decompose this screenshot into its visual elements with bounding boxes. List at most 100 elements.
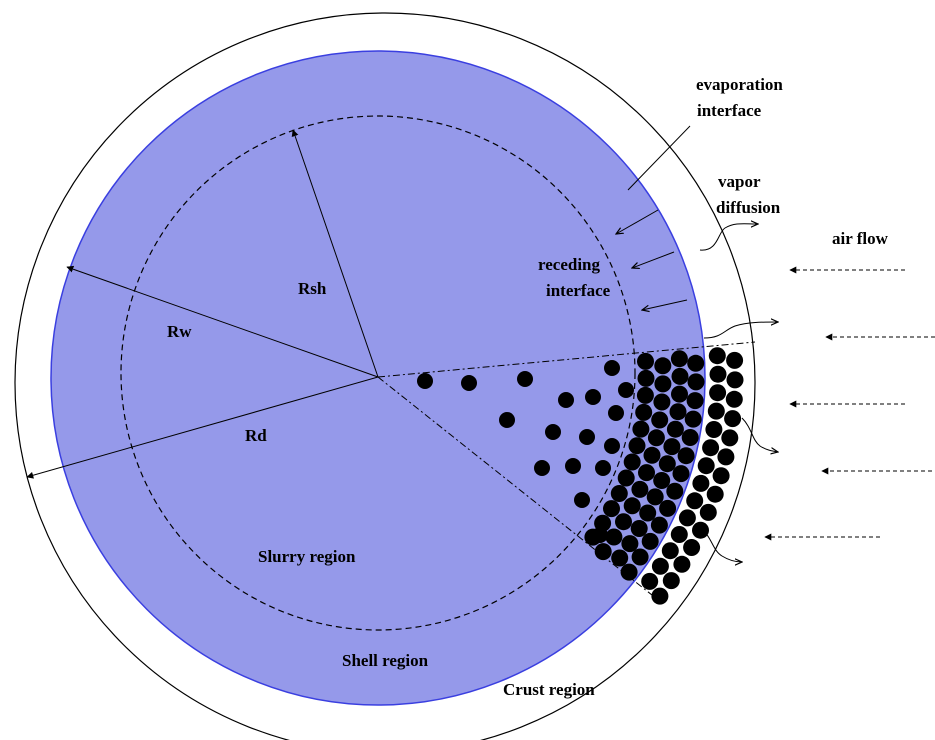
particle [724,410,742,428]
label-slurry-region: Slurry region [258,547,356,566]
particle [683,539,701,556]
receding-arrow-1 [616,209,659,234]
label-vapor-diffusion: diffusion [716,198,781,217]
particle [681,429,699,446]
particle [635,403,653,421]
particle [595,460,611,476]
label-rd: Rd [245,426,267,445]
shell-region [50,50,706,706]
particle [579,429,595,445]
particle [499,412,515,428]
particle [708,347,726,365]
particle [654,357,672,375]
particle [615,513,632,531]
particle [623,497,641,515]
particle [628,437,646,455]
particle [671,385,688,403]
particle [661,542,679,560]
label-vapor: vapor [718,172,761,191]
particle [699,503,717,521]
particle [725,390,743,408]
evaporation-pointer-line [627,125,691,191]
particle [630,520,648,537]
particle [673,555,691,573]
particle [666,482,684,500]
particle [631,480,649,498]
vapor-arrow-3 [741,417,778,452]
particle [610,485,628,502]
particle [721,429,739,447]
particle [637,369,655,387]
particle [650,516,668,534]
particle [584,528,602,546]
label-receding-interface: interface [546,281,611,300]
receding-arrow-3 [642,299,688,310]
particle [461,375,477,391]
particle [717,448,735,466]
radius-rsh [291,129,379,378]
radius-rd [26,376,379,479]
particle [686,392,704,410]
vapor-arrow-4 [699,527,742,562]
particle [608,405,624,421]
particle [670,350,688,368]
particle [647,429,665,447]
particle [638,464,655,482]
slurry-boundary-dashed [120,115,636,631]
particle [639,504,657,522]
particle [712,467,730,485]
particle [621,535,639,553]
particle [666,420,684,438]
label-crust-region: Crust region [503,680,595,699]
particle [654,375,672,393]
particle [574,492,590,508]
particle [605,528,623,546]
particle [659,499,677,517]
particle [517,371,533,387]
label-air-flow: air flow [832,229,889,248]
particle [671,367,689,385]
label-receding: receding [538,255,601,274]
particle [705,421,723,438]
particle [697,457,715,475]
particle [672,465,690,483]
label-evaporation: evaporation [696,75,783,94]
particle [417,373,433,389]
particle [726,351,744,369]
particle [684,410,702,428]
label-evaporation-interface: interface [697,101,762,120]
particle [663,438,681,456]
particle [594,514,612,532]
particle [641,572,659,590]
particle [678,509,696,527]
particle [646,488,664,506]
particle [623,453,641,471]
label-rsh: Rsh [298,279,327,298]
particle [726,371,744,389]
vapor-arrow-2 [703,322,778,339]
particle [707,402,725,420]
particle [658,455,676,473]
particle [603,500,620,518]
particle [534,460,550,476]
particle [643,446,661,464]
particle [636,386,654,404]
particle [594,543,612,561]
particle [637,352,654,370]
wedge-line-upper [377,341,756,378]
particle [653,393,671,411]
wedge-line-lower [377,376,663,604]
receding-arrow-2 [632,251,675,268]
particles-group [417,347,744,605]
particle [662,572,680,590]
particle [687,373,705,391]
particle [670,526,688,543]
particle [632,420,650,438]
particle [651,557,669,575]
particle [692,474,710,492]
particle [669,403,687,421]
particle [709,365,727,383]
particle [611,549,629,567]
particle [653,472,671,489]
